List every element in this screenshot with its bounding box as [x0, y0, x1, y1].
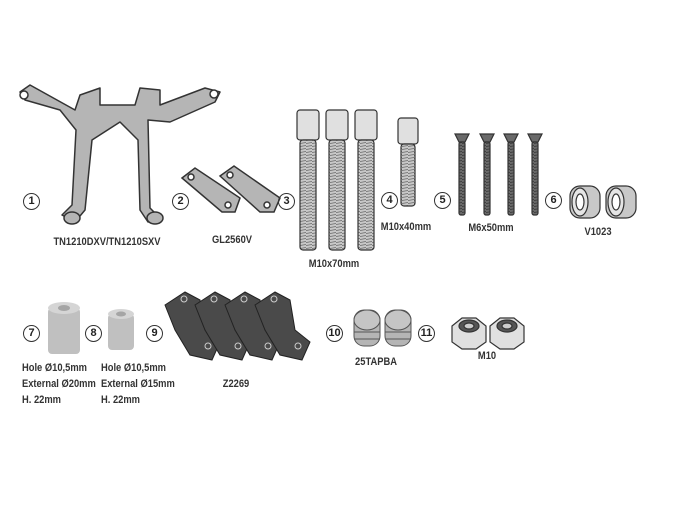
item-number-10: 10 [326, 325, 343, 342]
item-number-5: 5 [434, 192, 451, 209]
clamp-z2269-set [164, 291, 311, 361]
part-label-10: 25TAPBA [355, 356, 397, 368]
part-label-4: M10x40mm [380, 221, 432, 233]
nut-m10-pair [451, 317, 525, 350]
spacer-v1023-pair [569, 185, 637, 219]
part-label-9: Z2269 [222, 378, 250, 390]
spec-height: H. 22mm [101, 394, 140, 406]
item-number-7: 7 [23, 325, 40, 342]
item-number-6: 6 [545, 192, 562, 209]
spacer-15mm [108, 309, 134, 350]
part-label-6: V1023 [584, 226, 612, 238]
part-label-11: M10 [477, 350, 497, 362]
spacer-20mm [48, 302, 80, 354]
item-number-1: 1 [23, 193, 40, 210]
spec-external: External Ø20mm [22, 378, 96, 390]
bolt-m6x50-set [454, 133, 543, 216]
item-number-9: 9 [146, 325, 163, 342]
spec-hole: Hole Ø10,5mm [101, 362, 166, 374]
part-label-1: TN1210DXV/TN1210SXV [53, 236, 161, 248]
plate-pair-part [180, 165, 281, 213]
spec-external: External Ø15mm [101, 378, 175, 390]
part-spec-7: Hole Ø10,5mm External Ø20mm H. 22mm [22, 360, 96, 408]
bolt-m10x40 [397, 117, 419, 207]
item-number-8: 8 [85, 325, 102, 342]
cap-25tapba-pair [353, 309, 412, 347]
item-number-3: 3 [278, 193, 295, 210]
spec-hole: Hole Ø10,5mm [22, 362, 87, 374]
item-number-2: 2 [172, 193, 189, 210]
item-number-4: 4 [381, 192, 398, 209]
part-spec-8: Hole Ø10,5mm External Ø15mm H. 22mm [101, 360, 175, 408]
part-label-5: M6x50mm [468, 222, 514, 234]
bolt-m10x70-set [296, 109, 378, 251]
bracket-frame-part [19, 84, 221, 225]
part-label-3: M10x70mm [308, 258, 360, 270]
spec-height: H. 22mm [22, 394, 61, 406]
part-label-2: GL2560V [211, 234, 253, 246]
item-number-11: 11 [418, 325, 435, 342]
